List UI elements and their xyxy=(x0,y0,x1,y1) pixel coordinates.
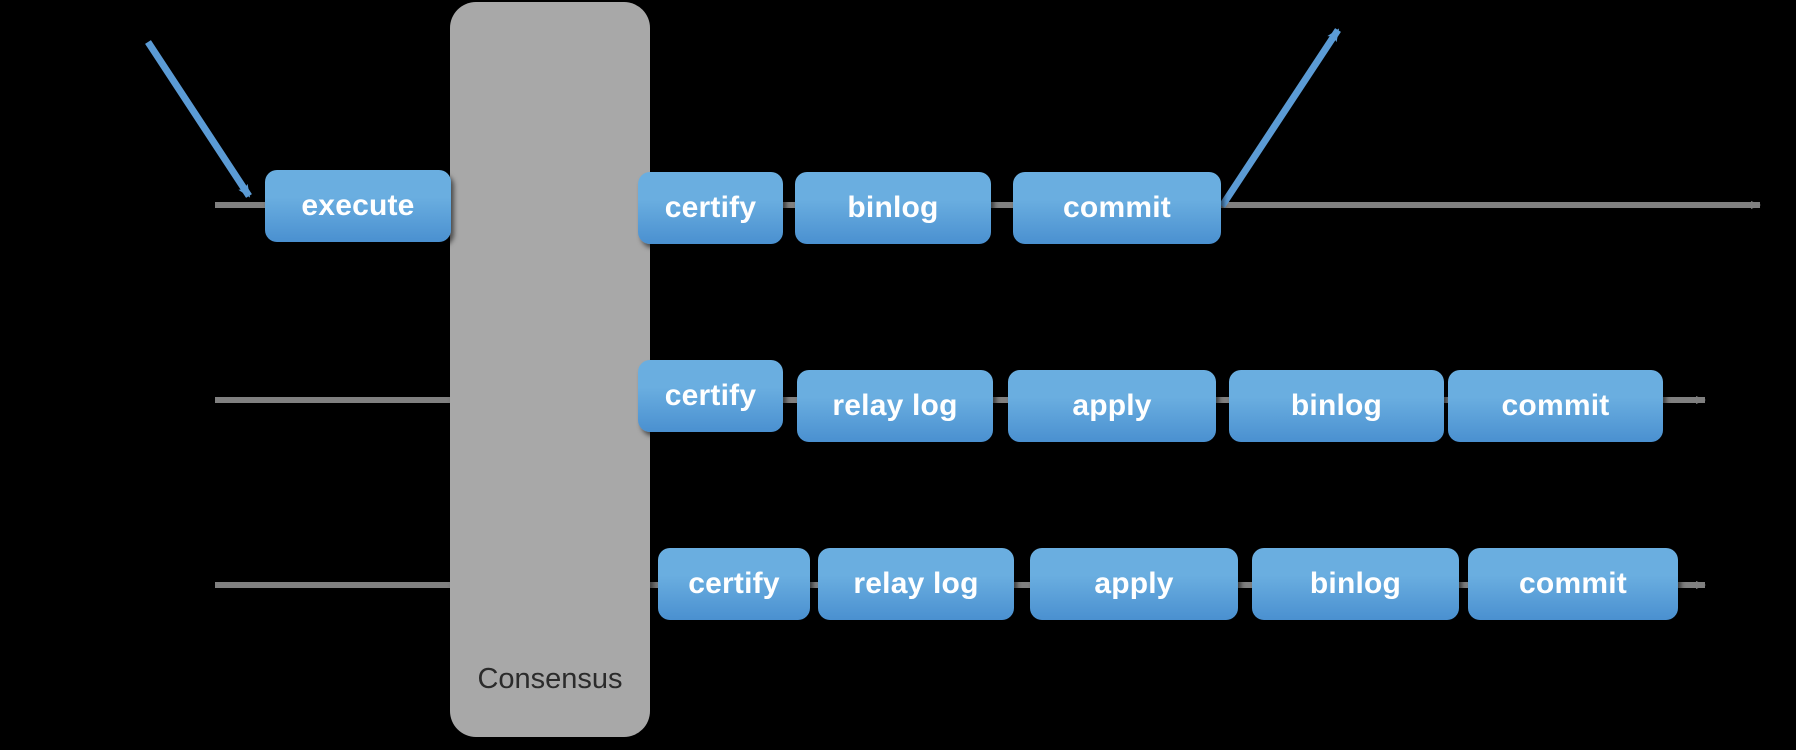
stage-box-secondary-2-binlog[interactable]: binlog xyxy=(1252,548,1459,620)
stage-box-secondary-2-apply[interactable]: apply xyxy=(1030,548,1238,620)
stage-box-label: certify xyxy=(664,191,757,224)
stage-box-label: relay log xyxy=(853,567,979,600)
stage-box-label: commit xyxy=(1501,389,1610,422)
stage-box-label: binlog xyxy=(1290,389,1383,422)
stage-box-secondary-1-relay-log[interactable]: relay log xyxy=(797,370,993,442)
incoming-transaction-arrow xyxy=(145,40,252,198)
stage-box-label: certify xyxy=(688,567,780,600)
stage-box-secondary-2-commit[interactable]: commit xyxy=(1468,548,1678,620)
consensus-band xyxy=(450,2,650,737)
stage-box-primary-binlog[interactable]: binlog xyxy=(795,172,991,244)
stage-box-label: certify xyxy=(664,379,757,412)
stage-box-label: apply xyxy=(1094,567,1174,600)
stage-box-label: relay log xyxy=(832,389,958,422)
stage-box-primary-certify[interactable]: certify xyxy=(638,172,783,244)
stage-box-secondary-1-certify[interactable]: certify xyxy=(638,360,783,432)
arrows-group xyxy=(145,28,1341,580)
stage-box-secondary-1-binlog[interactable]: binlog xyxy=(1229,370,1444,442)
stage-box-label: binlog xyxy=(1309,567,1402,600)
consensus-label: Consensus xyxy=(477,663,623,695)
stage-box-secondary-1-commit[interactable]: commit xyxy=(1448,370,1663,442)
stage-box-label: binlog xyxy=(847,191,939,224)
stage-box-label: commit xyxy=(1063,191,1171,224)
stage-box-label: apply xyxy=(1072,389,1152,422)
stage-box-primary-execute[interactable]: execute xyxy=(265,170,451,242)
stage-box-secondary-1-apply[interactable]: apply xyxy=(1008,370,1216,442)
stage-box-label: execute xyxy=(301,189,415,222)
outgoing-ack-arrow xyxy=(1219,28,1341,208)
stage-box-primary-commit[interactable]: commit xyxy=(1013,172,1221,244)
stage-box-label: commit xyxy=(1519,567,1627,600)
stage-box-secondary-2-certify[interactable]: certify xyxy=(658,548,810,620)
stage-box-secondary-2-relay-log[interactable]: relay log xyxy=(818,548,1014,620)
